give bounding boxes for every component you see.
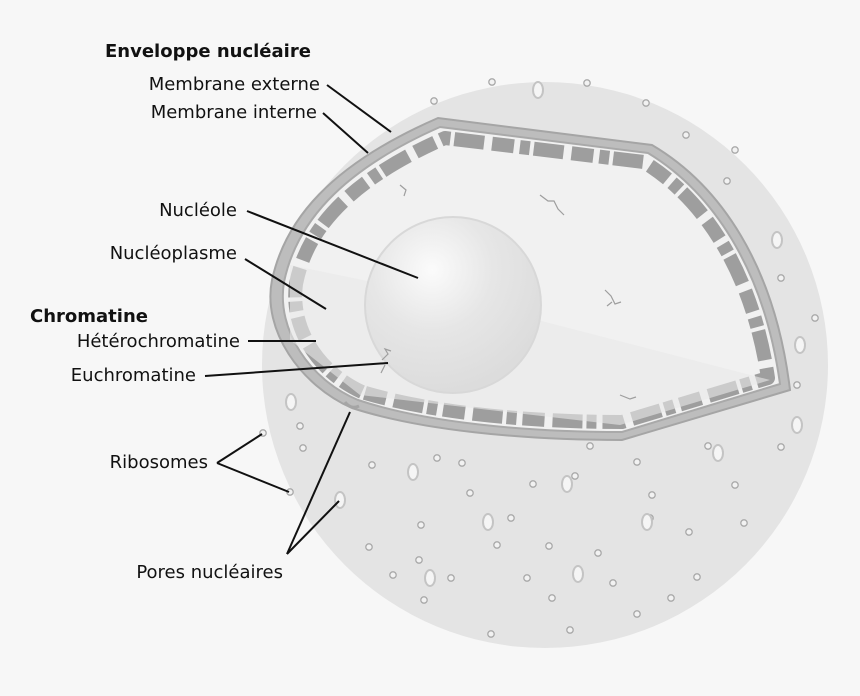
ribosome bbox=[777, 274, 785, 282]
vesicle bbox=[334, 491, 346, 509]
ribosome bbox=[704, 442, 712, 450]
ribosome bbox=[529, 480, 537, 488]
ribosome bbox=[430, 97, 438, 105]
ribosome bbox=[493, 541, 501, 549]
ribosome bbox=[586, 442, 594, 450]
euchromatin bbox=[380, 184, 637, 400]
ribosome bbox=[299, 444, 307, 452]
vesicle bbox=[424, 569, 436, 587]
ribosome bbox=[571, 472, 579, 480]
ribosome bbox=[415, 556, 423, 564]
ribosome bbox=[487, 630, 495, 638]
ribosome bbox=[633, 610, 641, 618]
ribosome bbox=[777, 443, 785, 451]
ribosome bbox=[682, 131, 690, 139]
vesicle bbox=[572, 565, 584, 583]
label-nucleolus: Nucléole bbox=[159, 200, 237, 221]
ribosome bbox=[417, 521, 425, 529]
vesicle bbox=[771, 231, 783, 249]
vesicle bbox=[712, 444, 724, 462]
ribosome bbox=[740, 519, 748, 527]
vesicle bbox=[794, 336, 806, 354]
vesicle bbox=[641, 513, 653, 531]
ribosome bbox=[365, 543, 373, 551]
nuclear-pore bbox=[343, 401, 360, 409]
envelope-heading: Enveloppe nucléaire bbox=[105, 41, 311, 62]
ribosome bbox=[731, 481, 739, 489]
ribosome bbox=[296, 422, 304, 430]
ribosome bbox=[420, 596, 428, 604]
ribosome bbox=[648, 491, 656, 499]
ribosome bbox=[507, 514, 515, 522]
ribosome bbox=[368, 461, 376, 469]
chromatin-heading: Chromatine bbox=[30, 306, 148, 327]
leader-lines bbox=[204, 84, 419, 555]
ribosome bbox=[389, 571, 397, 579]
ribosome bbox=[793, 381, 801, 389]
vesicle bbox=[285, 393, 297, 411]
ribosome bbox=[566, 626, 574, 634]
ribosome bbox=[594, 549, 602, 557]
ribosome bbox=[466, 489, 474, 497]
vesicle bbox=[791, 416, 803, 434]
label-nuclear-pores: Pores nucléaires bbox=[136, 562, 283, 583]
ribosome bbox=[667, 594, 675, 602]
label-outer-membrane: Membrane externe bbox=[149, 74, 320, 95]
ribosome bbox=[548, 594, 556, 602]
ribosome bbox=[447, 574, 455, 582]
nucleolus bbox=[364, 216, 542, 394]
ribosome bbox=[609, 579, 617, 587]
ribosome bbox=[642, 99, 650, 107]
label-ribosomes: Ribosomes bbox=[110, 452, 208, 473]
ribosome bbox=[693, 573, 701, 581]
vesicle bbox=[561, 475, 573, 493]
ribosome-group bbox=[259, 78, 819, 638]
ribosome bbox=[523, 574, 531, 582]
ribosome bbox=[685, 528, 693, 536]
ribosome bbox=[433, 454, 441, 462]
label-euchromatin: Euchromatine bbox=[71, 365, 196, 386]
ribosome bbox=[731, 146, 739, 154]
label-nucleoplasm: Nucléoplasme bbox=[110, 243, 237, 264]
vesicle bbox=[482, 513, 494, 531]
ribosome bbox=[488, 78, 496, 86]
ribosome bbox=[583, 79, 591, 87]
label-inner-membrane: Membrane interne bbox=[151, 102, 317, 123]
ribosome bbox=[458, 459, 466, 467]
ribosome bbox=[545, 542, 553, 550]
vesicle bbox=[407, 463, 419, 481]
label-heterochromatin: Hétérochromatine bbox=[77, 331, 240, 352]
ribosome bbox=[811, 314, 819, 322]
ribosome bbox=[723, 177, 731, 185]
vesicle bbox=[532, 81, 544, 99]
ribosome bbox=[633, 458, 641, 466]
